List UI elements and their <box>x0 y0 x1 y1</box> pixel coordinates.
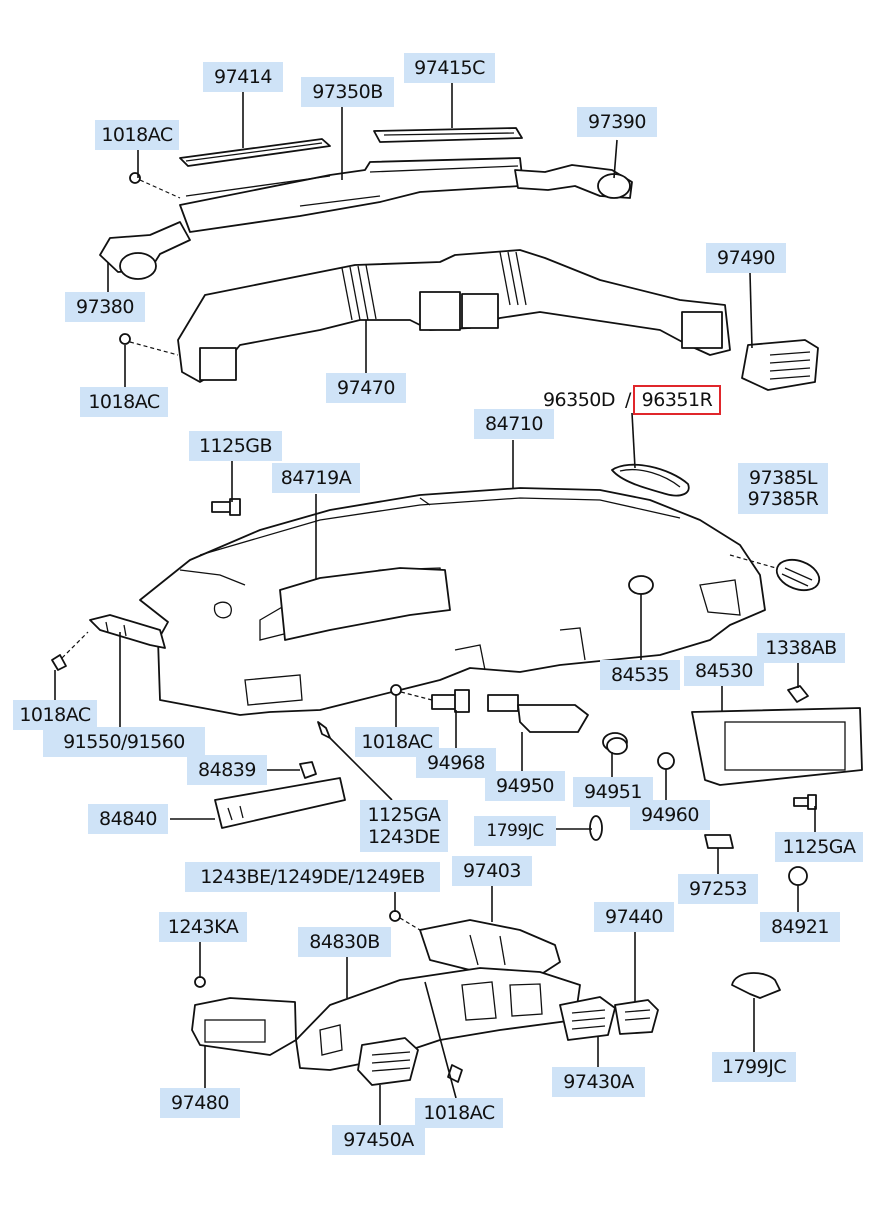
clip-1799jc-b <box>731 972 781 999</box>
label-94951[interactable]: 94951 <box>573 777 653 807</box>
label-97385r[interactable]: 97385R <box>738 484 828 514</box>
side-vent-97490 <box>741 339 819 391</box>
side-defroster-duct-left <box>99 221 191 280</box>
defroster-vent-strip-left <box>179 138 331 167</box>
grommet-94951 <box>602 732 628 755</box>
defroster-nozzle-duct <box>179 157 523 233</box>
connector-94968 <box>431 689 470 713</box>
label-1243ka[interactable]: 1243KA <box>159 912 247 942</box>
vent-97430a <box>559 996 616 1041</box>
label-94960[interactable]: 94960 <box>630 800 710 830</box>
knob-94960 <box>657 752 675 770</box>
leader-lines <box>54 82 816 1125</box>
label-84921[interactable]: 84921 <box>760 912 840 942</box>
label-1018ac-bottom[interactable]: 1018AC <box>415 1098 503 1128</box>
screw-1018ac-left <box>119 333 179 356</box>
label-97390[interactable]: 97390 <box>577 107 657 137</box>
label-94950[interactable]: 94950 <box>485 771 565 801</box>
label-1018ac-top[interactable]: 1018AC <box>95 120 179 150</box>
label-97380[interactable]: 97380 <box>65 292 145 322</box>
clip-97253 <box>704 834 734 849</box>
label-97403[interactable]: 97403 <box>452 856 532 886</box>
screw-1243ka <box>194 976 206 988</box>
label-84710[interactable]: 84710 <box>474 409 554 439</box>
label-84719a[interactable]: 84719A <box>272 463 360 493</box>
label-97415c[interactable]: 97415C <box>404 53 495 83</box>
label-84535[interactable]: 84535 <box>600 660 680 690</box>
screw-1125gb <box>211 498 241 516</box>
label-84840[interactable]: 84840 <box>88 804 168 834</box>
label-97490[interactable]: 97490 <box>706 243 786 273</box>
label-1125ga-b[interactable]: 1125GA <box>775 832 863 862</box>
screw-1018ac-mid <box>51 631 89 671</box>
vent-97450a <box>357 1037 419 1086</box>
label-97470[interactable]: 97470 <box>326 373 406 403</box>
panel-84840 <box>214 777 346 829</box>
label-separator-slash: / <box>625 389 631 411</box>
bracket-91550 <box>89 614 166 649</box>
label-1799jc-b[interactable]: 1799JC <box>712 1052 796 1082</box>
label-1125gb[interactable]: 1125GB <box>189 431 282 461</box>
cap-84921 <box>788 866 808 886</box>
speaker-grille-96351r <box>611 463 690 497</box>
vent-97440 <box>614 999 659 1035</box>
defroster-vent-strip-right <box>373 127 523 143</box>
label-1799jc-a[interactable]: 1799JC <box>474 816 556 846</box>
side-vent-97385 <box>729 554 821 592</box>
label-97430a[interactable]: 97430A <box>552 1067 645 1097</box>
clip-84839 <box>299 761 317 779</box>
label-1018ac-mid[interactable]: 1018AC <box>13 700 97 730</box>
glove-box-84530 <box>691 707 863 786</box>
label-1243de[interactable]: 1243DE <box>360 822 448 852</box>
label-1243be-1249de-1249eb[interactable]: 1243BE/1249DE/1249EB <box>185 862 440 892</box>
screw-1125ga-a <box>317 721 331 739</box>
screw-1125ga-b <box>793 794 817 810</box>
label-1018ac-left[interactable]: 1018AC <box>80 387 168 417</box>
label-97480[interactable]: 97480 <box>160 1088 240 1118</box>
label-97350b[interactable]: 97350B <box>301 77 394 107</box>
label-84839[interactable]: 84839 <box>187 755 267 785</box>
label-94968[interactable]: 94968 <box>416 748 496 778</box>
main-air-duct <box>177 249 731 383</box>
sensor-94950 <box>487 694 589 733</box>
label-97440[interactable]: 97440 <box>594 902 674 932</box>
center-fascia-cover-84719a <box>279 567 451 641</box>
label-97414[interactable]: 97414 <box>203 62 283 92</box>
screw-1243be <box>389 910 421 931</box>
label-91550-91560[interactable]: 91550/91560 <box>43 727 205 757</box>
label-97253[interactable]: 97253 <box>678 874 758 904</box>
duct-97403 <box>419 919 561 976</box>
clip-1799jc-a <box>589 815 603 841</box>
label-97450a[interactable]: 97450A <box>332 1125 425 1155</box>
clip-1338ab <box>787 685 809 703</box>
label-96350d[interactable]: 96350D <box>542 389 616 411</box>
vent-97480 <box>191 997 297 1056</box>
label-1338ab[interactable]: 1338AB <box>757 633 845 663</box>
panel-84830b <box>295 967 581 1071</box>
label-84830b[interactable]: 84830B <box>298 927 391 957</box>
label-84530[interactable]: 84530 <box>684 656 764 686</box>
label-96351r-selected[interactable]: 96351R <box>633 385 721 415</box>
